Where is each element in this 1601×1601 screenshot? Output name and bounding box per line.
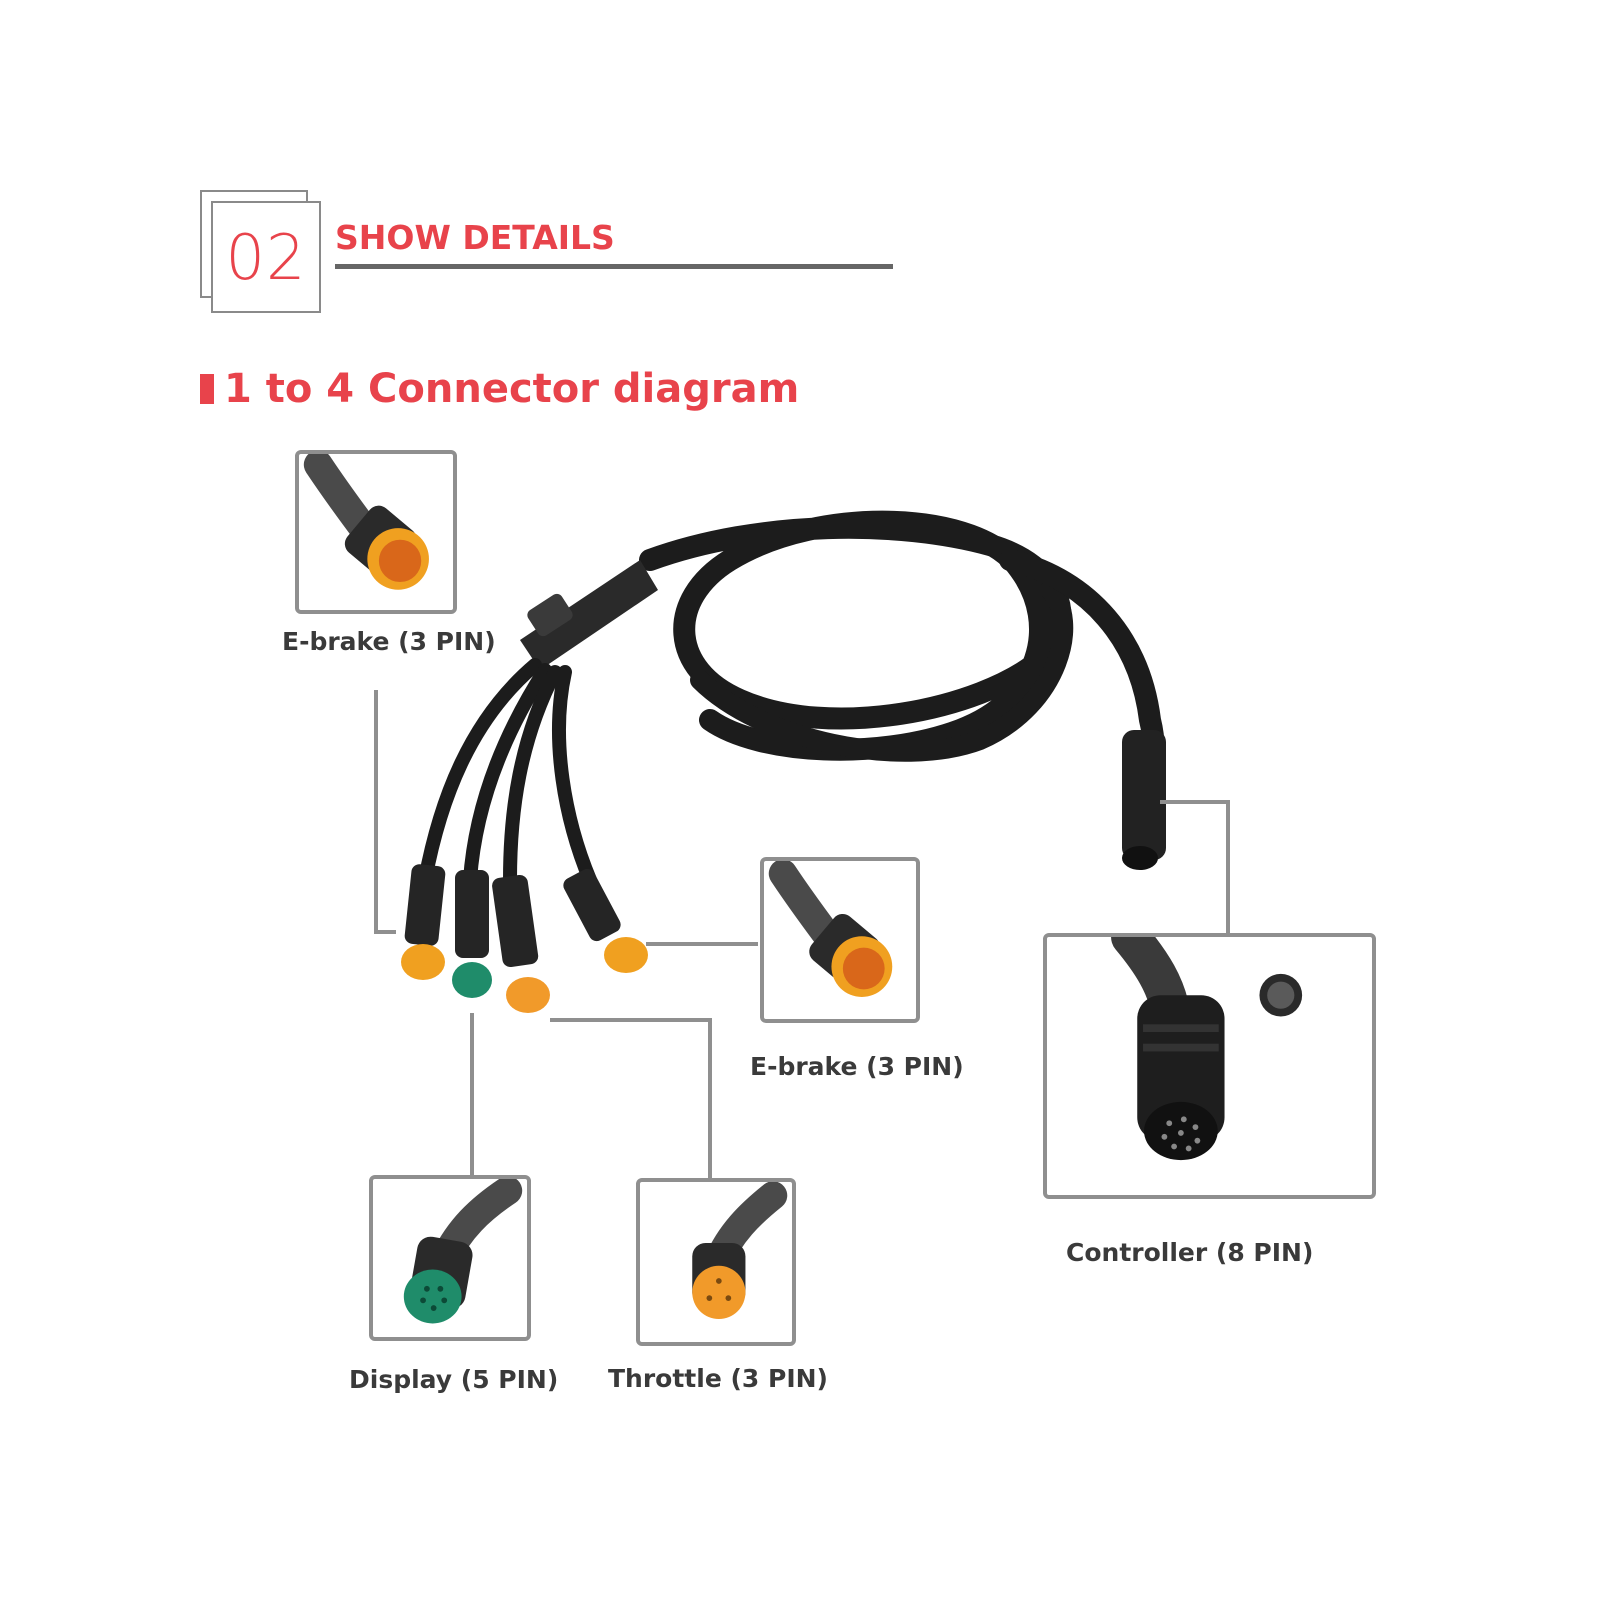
section-title: SHOW DETAILS [335, 218, 615, 257]
leader-line-throttle-vertical [708, 1018, 712, 1186]
callout-throttle [636, 1178, 796, 1346]
label-throttle: Throttle (3 PIN) [608, 1364, 828, 1393]
section-number-badge: 02 [211, 201, 321, 313]
leader-line-controller-vertical [1226, 800, 1230, 936]
section-number: 02 [225, 220, 307, 294]
label-ebrake-right: E-brake (3 PIN) [750, 1052, 964, 1081]
label-controller: Controller (8 PIN) [1066, 1238, 1314, 1267]
title-bullet-mark [200, 374, 214, 404]
diagram-title: 1 to 4 Connector diagram [200, 366, 799, 412]
callout-controller [1043, 933, 1376, 1199]
branch-connectors [401, 864, 648, 1013]
callout-ebrake-right [760, 857, 920, 1023]
display-connector-closeup [403, 1179, 523, 1324]
branch-cables [418, 658, 597, 887]
section-title-underline [335, 264, 893, 269]
leader-line-display [470, 1013, 474, 1178]
diagram-title-text: 1 to 4 Connector diagram [224, 366, 800, 412]
throttle-connector-closeup [692, 1182, 788, 1319]
ebrake-connector-closeup [768, 861, 893, 997]
leader-line-throttle-horizontal [550, 1018, 712, 1022]
label-display: Display (5 PIN) [349, 1365, 559, 1394]
leader-line-controller-horizontal [1160, 800, 1230, 804]
coiled-main-cable [639, 510, 1165, 791]
ebrake-connector-closeup [303, 454, 429, 590]
label-ebrake-top: E-brake (3 PIN) [282, 627, 496, 656]
leader-line-ebrake-top-vertical [374, 690, 378, 934]
controller-connector-closeup [1111, 937, 1303, 1161]
callout-ebrake-top [295, 450, 457, 614]
splitter-hub [520, 560, 658, 670]
leader-line-ebrake-top-horizontal [374, 930, 396, 934]
leader-line-ebrake-right [646, 942, 758, 946]
callout-display [369, 1175, 531, 1341]
